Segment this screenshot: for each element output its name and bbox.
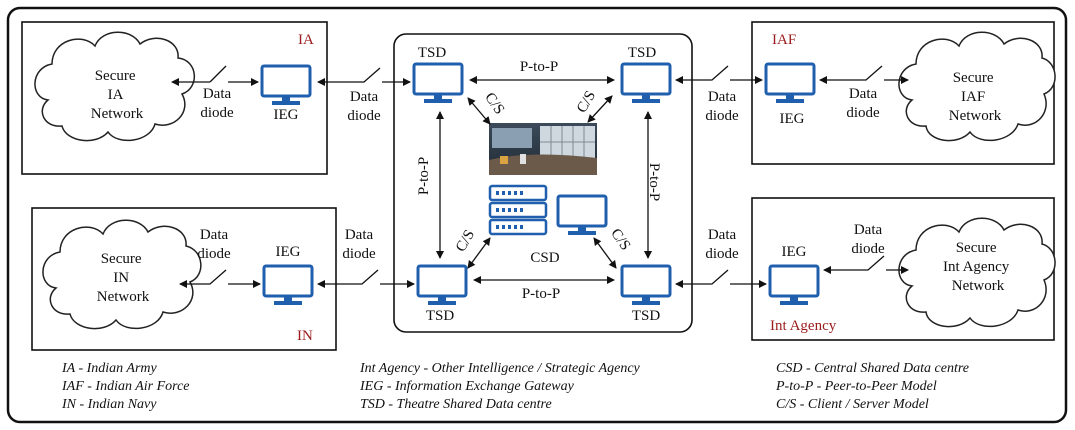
cs-bottom-right-connection: [593, 237, 617, 269]
legend-column-2: Int Agency - Other Intelligence / Strate…: [359, 361, 643, 412]
monitor-icon-tsd-bottom-right: [620, 264, 672, 305]
ieg-iaf-label: IEG: [780, 111, 805, 127]
csd-label: CSD: [530, 250, 559, 266]
monitor-icon-ieg-ia: [260, 64, 312, 105]
monitor-icon-ieg-int-agency: [768, 264, 820, 305]
monitor-icon-tsd-top-left: [412, 62, 464, 103]
data-diode-switch-in-inner: [205, 269, 256, 285]
monitor-icon-tsd-top-right: [620, 62, 672, 103]
monitor-icon-ieg-in: [262, 264, 314, 305]
ieg-in-label: IEG: [276, 244, 301, 260]
cs-top-left-connection: [467, 97, 491, 125]
control-room-photo: [489, 123, 597, 175]
cloud-icon-in: [42, 219, 202, 330]
tsd-top-right-label: TSD: [628, 45, 657, 61]
legend-column-1: IA - Indian Army IAF - Indian Air Force …: [61, 361, 193, 412]
iaf-network-label: Secure IAF Network: [949, 70, 1002, 124]
p2p-left-label: P-to-P: [416, 157, 432, 195]
data-diode-switch-int-agency-outer: [708, 269, 760, 285]
p2p-top-label: P-to-P: [520, 59, 558, 75]
region-label-int-agency: Int Agency: [770, 318, 837, 334]
tsd-top-left-label: TSD: [418, 45, 447, 61]
cloud-icon-iaf: [898, 31, 1056, 142]
data-diode-switch-int-agency-inner: [864, 255, 902, 271]
monitor-icon-tsd-bottom-left: [416, 264, 468, 305]
region-label-iaf: IAF: [772, 32, 796, 48]
monitor-icon-ieg-iaf: [764, 62, 816, 103]
data-diode-switch-in-outer: [358, 269, 410, 285]
cloud-icon-ia: [34, 31, 196, 142]
tsd-bottom-right-label: TSD: [632, 308, 661, 324]
cloud-icon-int-agency: [898, 217, 1056, 328]
legend-column-3: CSD - Central Shared Data centre P-to-P …: [775, 361, 973, 412]
monitor-icon-csd: [556, 194, 608, 235]
in-network-label: Secure IN Network: [97, 251, 150, 305]
data-diode-switch-ia-outer: [360, 67, 406, 83]
data-diode-switch-iaf-outer: [708, 65, 756, 81]
server-rack-icon: [488, 184, 548, 236]
region-label-ia: IA: [298, 32, 314, 48]
region-label-in: IN: [297, 328, 313, 344]
tsd-bottom-left-label: TSD: [426, 308, 455, 324]
ieg-int-agency-label: IEG: [782, 244, 807, 260]
p2p-bottom-label: P-to-P: [522, 286, 560, 302]
data-diode-switch-ia-inner: [205, 65, 254, 83]
cs-top-right-connection: [587, 95, 613, 123]
cs-bottom-left-connection: [467, 237, 491, 269]
int-agency-network-label: Secure Int Agency Network: [943, 240, 1013, 294]
ieg-ia-label: IEG: [274, 107, 299, 123]
data-diode-switch-iaf-inner: [862, 65, 902, 81]
ia-network-label: Secure IA Network: [91, 68, 144, 122]
